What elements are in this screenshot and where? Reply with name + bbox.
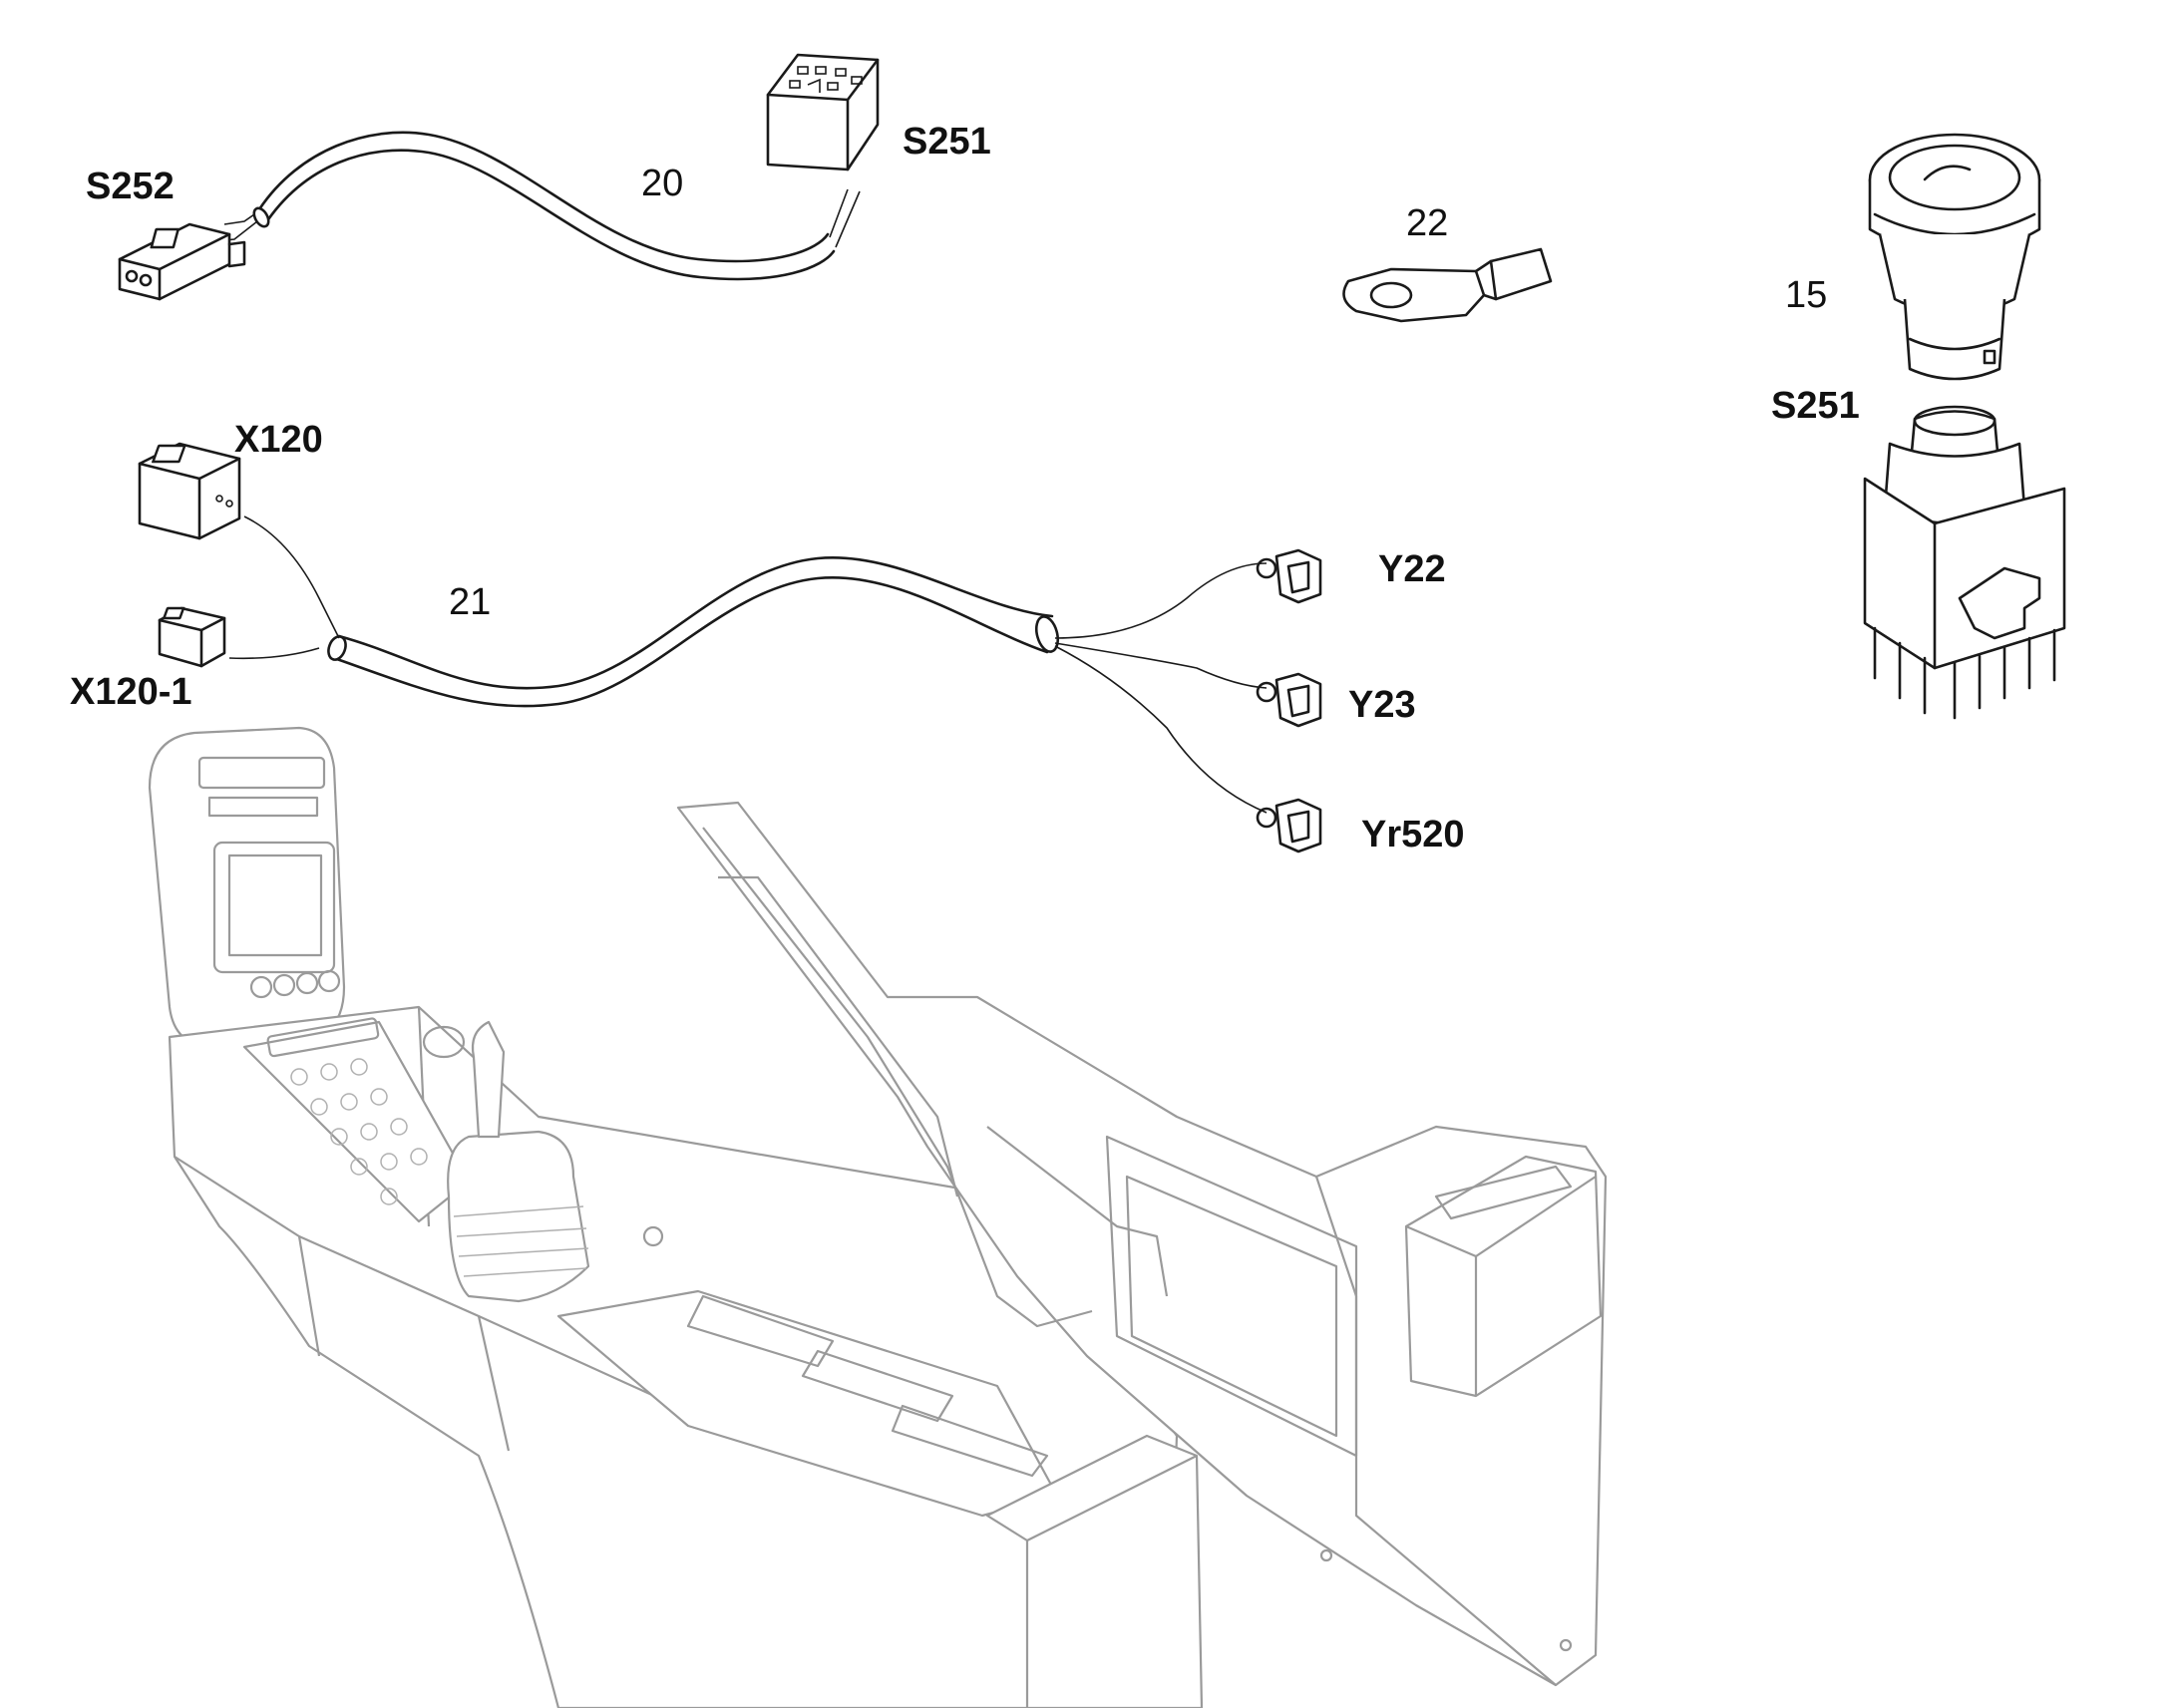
s251-relay <box>766 53 880 171</box>
label-yr520: Yr520 <box>1361 814 1465 855</box>
s252-connector <box>118 222 246 301</box>
label-y23: Y23 <box>1348 684 1416 726</box>
bracket-22 <box>1342 247 1553 323</box>
y22-plug <box>1256 548 1322 604</box>
harness-21 <box>228 515 1268 814</box>
label-part-22: 22 <box>1406 202 1449 244</box>
label-part-20: 20 <box>641 163 684 204</box>
s251-switch-body <box>1863 405 2066 720</box>
yr520-plug <box>1256 798 1322 854</box>
label-y22: Y22 <box>1378 548 1446 590</box>
x120-1-connector <box>158 606 226 668</box>
label-s251-switch: S251 <box>1771 385 1860 427</box>
label-part-21: 21 <box>449 581 492 623</box>
label-x120-1: X120-1 <box>70 671 192 713</box>
label-x120: X120 <box>234 419 323 461</box>
y23-plug <box>1256 672 1322 728</box>
harness-20 <box>213 131 861 281</box>
key-switch-15 <box>1868 133 2041 381</box>
label-s251-relay: S251 <box>903 121 991 163</box>
operator-console-drawing <box>148 726 1608 1708</box>
x120-connector <box>138 442 241 540</box>
label-s252: S252 <box>86 166 175 207</box>
label-part-15: 15 <box>1785 274 1828 316</box>
